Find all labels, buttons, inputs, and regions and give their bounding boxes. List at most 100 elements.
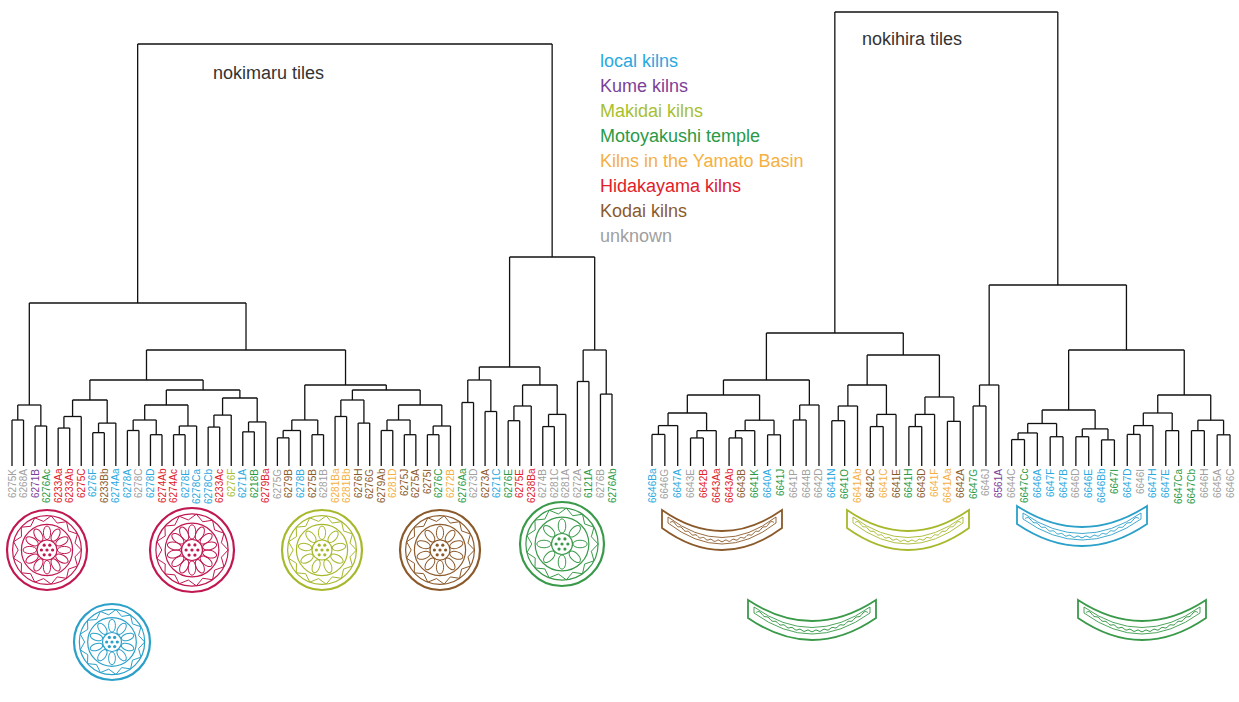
legend-entry: Hidakayama kilns xyxy=(600,175,741,197)
branch-line xyxy=(870,427,871,466)
branch-line xyxy=(137,44,138,303)
branch-line xyxy=(1158,394,1211,395)
branch-line xyxy=(658,426,659,435)
branch-line xyxy=(34,426,35,466)
branch-line xyxy=(323,435,324,466)
nokihira-tile xyxy=(1017,506,1147,546)
branch-line xyxy=(345,350,346,385)
leaf-label: 6641C xyxy=(878,469,889,498)
leaf-label: 6273A xyxy=(480,469,491,498)
branch-line xyxy=(11,420,12,466)
leaf-label: 6275A xyxy=(410,469,421,498)
branch-line xyxy=(909,426,922,427)
branch-line xyxy=(703,438,704,466)
branch-line xyxy=(857,406,858,466)
branch-line xyxy=(156,420,157,435)
branch-line xyxy=(334,417,335,467)
branch-line xyxy=(539,367,540,385)
leaf-label: 6233Ab xyxy=(64,469,75,503)
branch-line xyxy=(1024,440,1025,466)
leaf-label: 6273D xyxy=(468,469,479,498)
branch-line xyxy=(386,385,387,390)
leaf-label: 6646G xyxy=(659,469,670,499)
leaf-label: 6271B xyxy=(30,469,41,498)
leaf-label: 6641K xyxy=(749,469,760,498)
branch-line xyxy=(1050,437,1051,466)
branch-line xyxy=(104,433,105,466)
branch-line xyxy=(697,430,716,431)
branch-line xyxy=(484,412,485,467)
branch-line xyxy=(277,437,289,438)
branch-line xyxy=(805,420,806,466)
branch-line xyxy=(468,379,491,380)
branch-line xyxy=(231,415,232,466)
branch-line xyxy=(687,394,759,395)
branch-line xyxy=(1050,436,1063,437)
branch-line xyxy=(462,402,474,403)
leaf-label: 6279Ba xyxy=(260,469,271,503)
leaf-label: 6647B xyxy=(1058,469,1069,498)
leaf-label: 6276C xyxy=(433,469,444,498)
branch-line xyxy=(972,406,973,466)
branch-line xyxy=(1056,424,1057,437)
branch-line xyxy=(867,354,939,355)
branch-line xyxy=(611,394,612,466)
leaf-label: 6279B xyxy=(283,469,294,498)
leaf-label: 6647Ca xyxy=(1173,469,1184,504)
branch-line xyxy=(690,438,691,466)
branch-line xyxy=(1082,428,1108,429)
leaf-label: 6646E xyxy=(1083,469,1094,498)
leaf-label: 6276G xyxy=(364,469,375,499)
branch-line xyxy=(1069,349,1185,350)
branch-line xyxy=(369,423,370,466)
branch-line xyxy=(1088,437,1089,466)
branch-line xyxy=(886,385,887,414)
branch-line xyxy=(138,431,139,467)
branch-line xyxy=(953,397,954,421)
leaf-label: 6643Ab xyxy=(724,469,735,503)
branch-line xyxy=(245,303,246,350)
branch-line xyxy=(832,420,845,421)
leaf-label: 6647A xyxy=(672,469,683,498)
leaf-label: 6641O xyxy=(839,469,850,499)
branch-line xyxy=(985,406,986,466)
branch-line xyxy=(1011,440,1012,466)
branch-line xyxy=(876,414,877,426)
leaf-label: 6640A xyxy=(762,469,773,498)
leaf-label: 6276B xyxy=(595,469,606,498)
leaf-label: 6646D xyxy=(1070,469,1081,498)
branch-line xyxy=(145,404,188,405)
leaf-label: 6641F xyxy=(929,469,940,497)
branch-line xyxy=(90,379,203,380)
branch-line xyxy=(107,400,108,423)
branch-line xyxy=(667,413,668,426)
branch-line xyxy=(1217,435,1218,466)
branch-line xyxy=(1082,429,1083,437)
leaf-label: 6641P xyxy=(788,469,799,498)
branch-line xyxy=(1012,439,1025,440)
legend-entry: local kilns xyxy=(600,50,678,72)
branch-line xyxy=(510,256,595,257)
leaf-label: 6647Cb xyxy=(1186,469,1197,504)
branch-line xyxy=(1037,433,1038,466)
leaf-label: 6278A xyxy=(122,469,133,498)
branch-line xyxy=(311,435,312,466)
branch-line xyxy=(903,333,904,355)
leaf-label: 6274Aa xyxy=(110,469,121,503)
branch-line xyxy=(352,390,353,400)
leaf-label: 6646J xyxy=(980,469,991,496)
branch-line xyxy=(89,380,90,400)
branch-line xyxy=(335,416,347,417)
branch-line xyxy=(283,430,300,431)
branch-line xyxy=(1057,12,1058,285)
branch-line xyxy=(1133,426,1134,435)
branch-line xyxy=(144,405,145,420)
leaf-label: 6278D xyxy=(145,469,156,498)
branch-line xyxy=(658,425,677,426)
branch-line xyxy=(768,434,781,435)
branch-line xyxy=(924,397,925,414)
branch-line xyxy=(73,399,108,400)
branch-line xyxy=(242,432,243,466)
branch-line xyxy=(23,420,24,466)
branch-line xyxy=(58,428,59,466)
